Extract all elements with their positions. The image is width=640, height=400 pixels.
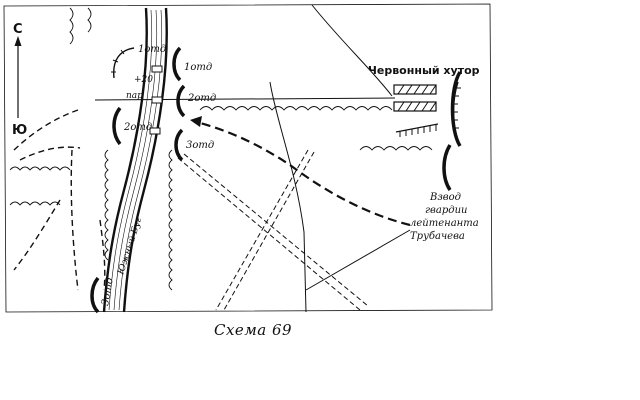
advance-route-head [190, 116, 202, 127]
woodland-edge [69, 7, 74, 45]
trench-ticks [399, 125, 437, 137]
trench-west-ticks [111, 49, 125, 73]
crossing: пар +20 [94, 65, 396, 135]
building-hatch [397, 101, 437, 112]
building [393, 101, 437, 112]
movement-arrows [13, 109, 411, 291]
ferry-marker [151, 96, 163, 104]
route-south-west [13, 199, 61, 271]
label-3otd-south: 3отд [100, 277, 116, 307]
distance-label: +20 [134, 75, 153, 85]
woodland-edge [104, 149, 109, 261]
trench [395, 123, 439, 133]
enemy-line-ticks [452, 87, 461, 129]
route-river [99, 219, 106, 291]
woodland-edge [9, 166, 71, 171]
label-platoon-2: гвардии [425, 205, 467, 216]
route-south [70, 149, 79, 291]
compass-arrow-head [14, 36, 22, 46]
label-platoon-4: Трубачева [410, 231, 465, 242]
river-bank-west [102, 7, 148, 313]
roads [177, 4, 411, 313]
bracket-2otd-west [112, 106, 122, 146]
road-vertical [269, 81, 307, 313]
river-flow-line [113, 9, 158, 311]
ferry-marker [149, 127, 161, 135]
bracket-3otd-south [90, 276, 100, 314]
advance-route-platoon [195, 120, 411, 227]
label-platoon-3: лейтенанта [410, 218, 479, 229]
woodland-edge [359, 146, 433, 151]
crossing-label: пар [126, 91, 143, 101]
map-frame [3, 3, 493, 313]
woodland-edge [9, 201, 61, 206]
woodland-edge [168, 149, 173, 291]
trench-west [113, 47, 135, 79]
river-flow-line [108, 9, 153, 311]
river-flow-line [118, 9, 163, 311]
bracket-1otd-east [172, 46, 182, 82]
track-south-west [223, 151, 315, 311]
ferry-marker [151, 65, 163, 73]
map-caption: Схема 69 [214, 321, 293, 339]
compass-south-label: Ю [12, 123, 27, 138]
building-hatch [397, 84, 437, 95]
bracket-khutor [450, 71, 462, 147]
route-west [19, 146, 81, 161]
compass-north-label: С [13, 22, 23, 37]
label-khutor: Червонный хутор [368, 64, 480, 77]
unit-markers [90, 46, 462, 314]
vegetation [9, 7, 433, 291]
woodland-edge [199, 106, 393, 111]
woodland-edge [87, 7, 92, 33]
label-1otd-east: 1отд [184, 62, 212, 73]
route-west [13, 109, 79, 151]
compass: С Ю [12, 22, 27, 138]
bracket-2otd-east [176, 84, 186, 118]
enemy-bracket [442, 144, 452, 191]
road-north-diagonal [311, 4, 393, 97]
track-south-east [177, 157, 361, 311]
river-label: Южный Буг [116, 216, 144, 277]
track-south-east [183, 153, 369, 307]
map-labels: 1отд 1отд 2отд 2отд 3отд 3отд Червонный … [100, 44, 480, 307]
khutor-defences [111, 47, 461, 191]
label-3otd-east: 3отд [186, 140, 214, 151]
label-2otd-east: 2отд [187, 93, 216, 104]
building [393, 84, 437, 95]
label-1otd-north: 1отд [138, 44, 166, 55]
label-platoon-1: Взвод [429, 192, 461, 203]
ferry-line [94, 97, 396, 101]
bracket-3otd-east [174, 128, 184, 162]
river-bank-east [122, 7, 168, 313]
label-2otd-west: 2отд [123, 122, 152, 133]
track-south-west [215, 149, 309, 311]
road-to-khutor [305, 229, 411, 291]
